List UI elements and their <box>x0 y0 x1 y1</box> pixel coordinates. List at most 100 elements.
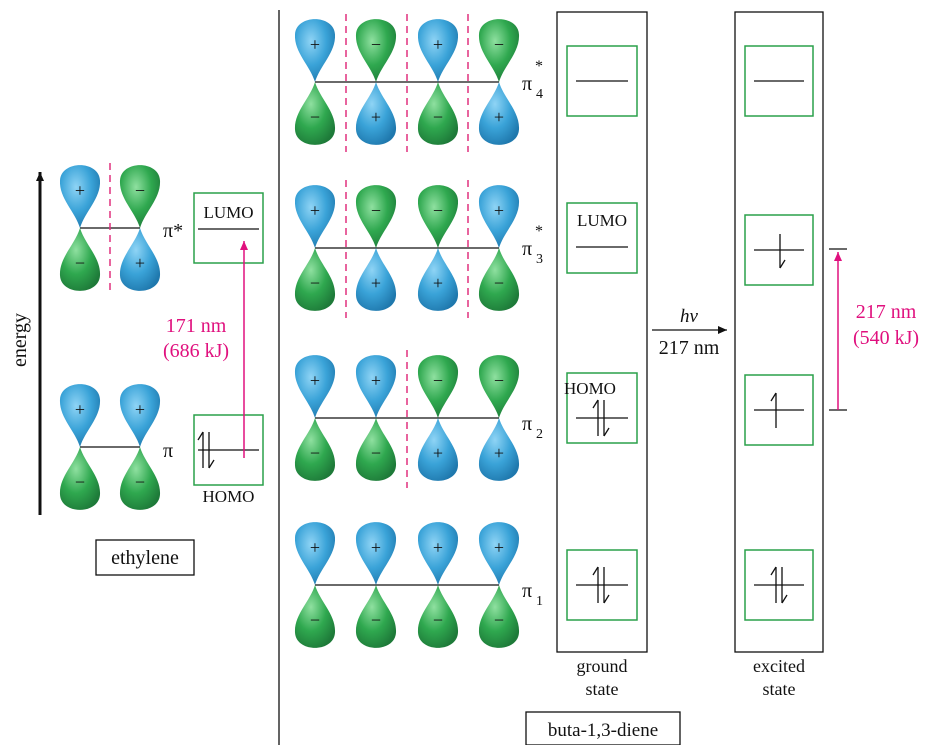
butadiene-pi4-lobe-3-top-lobe <box>417 19 459 82</box>
butadiene-pi2-lobe-2: +− <box>355 355 397 481</box>
butadiene-pi4-lobe-4-bottom-lobe <box>478 82 520 145</box>
butadiene-pi3-lobe-2-top-lobe <box>355 185 397 248</box>
butadiene-pi2-lobe-1-top-sign: + <box>310 370 320 390</box>
butadiene-pi4-lobe-3: +− <box>417 19 459 145</box>
ethylene-pi-star-lobe-2-bottom-lobe <box>119 228 161 291</box>
excited-state-label-line1: excited <box>753 656 805 676</box>
butadiene-pi1-lobe-1-bottom-sign: − <box>310 610 320 630</box>
svg-text:π: π <box>522 580 532 602</box>
ethylene-pi-lobe-1: +− <box>59 384 101 510</box>
ethylene-name-box <box>95 539 195 576</box>
excited-pi1-box <box>744 549 814 621</box>
butadiene-pi4-lobe-3-bottom-lobe <box>417 82 459 145</box>
svg-text:4: 4 <box>536 87 543 102</box>
excited-pi1-electron-pair <box>770 566 788 604</box>
ethylene-electron-pair <box>197 431 215 469</box>
ground-pi1-box <box>566 549 638 621</box>
butadiene-pi4-lobe-4-top-lobe <box>478 19 520 82</box>
butadiene-pi4-lobe-3-bottom-sign: − <box>433 107 443 127</box>
svg-text:2: 2 <box>536 427 543 442</box>
ethylene-pi-star-lobe-2-top-sign: − <box>135 180 145 200</box>
butadiene-pi1-lobe-1-top-sign: + <box>310 537 320 557</box>
butadiene-pi4-lobe-2-top-lobe <box>355 19 397 82</box>
svg-text:3: 3 <box>536 252 543 267</box>
butadiene-pi4-lobe-2-bottom-lobe <box>355 82 397 145</box>
ground-pi2-electron-pair <box>592 399 610 437</box>
butadiene-pi2-lobe-3-top-lobe <box>417 355 459 418</box>
butadiene-pi2-lobe-3: −+ <box>417 355 459 481</box>
butadiene-pi4-lobe-2: −+ <box>355 19 397 145</box>
butadiene-pi1-lobe-4-top-lobe <box>478 522 520 585</box>
ground-homo-label: HOMO <box>564 379 616 398</box>
ethylene-pi-star-label: π* <box>163 220 183 242</box>
ethylene-lumo-label: LUMO <box>203 203 253 222</box>
butadiene-pi2-label: π 2 <box>522 413 543 442</box>
butadiene-pi3-lobe-3: −+ <box>417 185 459 311</box>
butadiene-pi3-lobe-1: +− <box>294 185 336 311</box>
butadiene-pi3-lobe-4-top-lobe <box>478 185 520 248</box>
excited-pi3-electron-down <box>779 234 786 269</box>
butadiene-transition-marker <box>829 248 847 411</box>
svg-text:1: 1 <box>536 594 543 609</box>
butadiene-pi3-lobe-2: −+ <box>355 185 397 311</box>
butadiene-pi1-label: π 1 <box>522 580 543 609</box>
butadiene-pi2-lobe-4: −+ <box>478 355 520 481</box>
svg-text:π: π <box>522 238 532 260</box>
excited-pi2-box <box>744 374 814 446</box>
butadiene-pi4-lobe-2-bottom-sign: + <box>371 107 381 127</box>
butadiene-pi4-lobe-1-bottom-sign: − <box>310 107 320 127</box>
butadiene-orbitals: +−−++−−++−−+−++−+−+−−+−++−+−+−+− <box>294 14 520 648</box>
butadiene-pi2-lobe-4-top-lobe <box>478 355 520 418</box>
butadiene-pi2-lobe-2-bottom-lobe <box>355 418 397 481</box>
butadiene-pi1-lobe-1-bottom-lobe <box>294 585 336 648</box>
butadiene-pi1-lobe-2-top-sign: + <box>371 537 381 557</box>
butadiene-pi3-label: π 3 * <box>522 223 543 267</box>
ethylene-orbitals: +−−++−+− <box>59 163 161 510</box>
ethylene-pi-star-lobe-1-top-sign: + <box>75 180 85 200</box>
ethylene-pi-star-lobe-1: +− <box>59 165 101 291</box>
butadiene-pi3-lobe-2-bottom-lobe <box>355 248 397 311</box>
butadiene-pi2-lobe-4-bottom-sign: + <box>494 443 504 463</box>
ethylene-pi-lobe-2: +− <box>119 384 161 510</box>
ethylene-pi-star-lobe-1-bottom-sign: − <box>75 253 85 273</box>
butadiene-pi1-lobe-2-bottom-lobe <box>355 585 397 648</box>
ethylene-pi-star-lobe-1-top-lobe <box>59 165 101 228</box>
excitation-hv: hv <box>680 306 699 327</box>
butadiene-pi4-lobe-4-bottom-sign: + <box>494 107 504 127</box>
excited-pi2-electron-up <box>770 392 777 428</box>
ground-pi2-box: HOMO <box>564 372 638 444</box>
butadiene-pi4-lobe-4: −+ <box>478 19 520 145</box>
butadiene-pi4-lobe-3-top-sign: + <box>433 34 443 54</box>
butadiene-pi1-lobe-3-bottom-sign: − <box>433 610 443 630</box>
ethylene-homo-label: HOMO <box>203 487 255 506</box>
ethylene-pi-star-lobe-1-bottom-lobe <box>59 228 101 291</box>
ethylene-pi-lobe-2-top-sign: + <box>135 399 145 419</box>
ethylene-pi-lobe-2-bottom-lobe <box>119 447 161 510</box>
butadiene-pi4-label: π 4 * <box>522 58 543 102</box>
butadiene-pi1-lobe-3-top-sign: + <box>433 537 443 557</box>
energy-axis-label: energy <box>9 313 31 367</box>
ethylene-pi-lobe-1-bottom-sign: − <box>75 472 85 492</box>
ethylene-pi-lobe-2-top-lobe <box>119 384 161 447</box>
ground-pi1-electron-pair <box>592 566 610 604</box>
ethylene-pi-lobe-1-top-sign: + <box>75 399 85 419</box>
svg-text:*: * <box>535 58 543 75</box>
butadiene-name-box <box>525 711 681 745</box>
ground-pi3-box: LUMO <box>566 202 638 274</box>
ground-state-label-line2: state <box>586 679 619 699</box>
butadiene-pi2-lobe-1-bottom-sign: − <box>310 443 320 463</box>
excited-state-label-line2: state <box>763 679 796 699</box>
butadiene-pi4-lobe-1-bottom-lobe <box>294 82 336 145</box>
butadiene-pi1-lobe-2-top-lobe <box>355 522 397 585</box>
butadiene-pi1-lobe-1-top-lobe <box>294 522 336 585</box>
ethylene-pi-star-lobe-2-top-lobe <box>119 165 161 228</box>
butadiene-pi2-lobe-1-top-lobe <box>294 355 336 418</box>
butadiene-pi1-lobe-4-bottom-sign: − <box>494 610 504 630</box>
butadiene-pi3-lobe-4-top-sign: + <box>494 200 504 220</box>
butadiene-pi2-lobe-3-top-sign: − <box>433 370 443 390</box>
ethylene-pi-star-lobe-2-bottom-sign: + <box>135 253 145 273</box>
butadiene-pi3-lobe-1-bottom-lobe <box>294 248 336 311</box>
butadiene-pi3-lobe-4-bottom-lobe <box>478 248 520 311</box>
ground-state-column: LUMO HOMO ground state <box>556 11 648 699</box>
ethylene-name: ethylene <box>111 547 179 569</box>
